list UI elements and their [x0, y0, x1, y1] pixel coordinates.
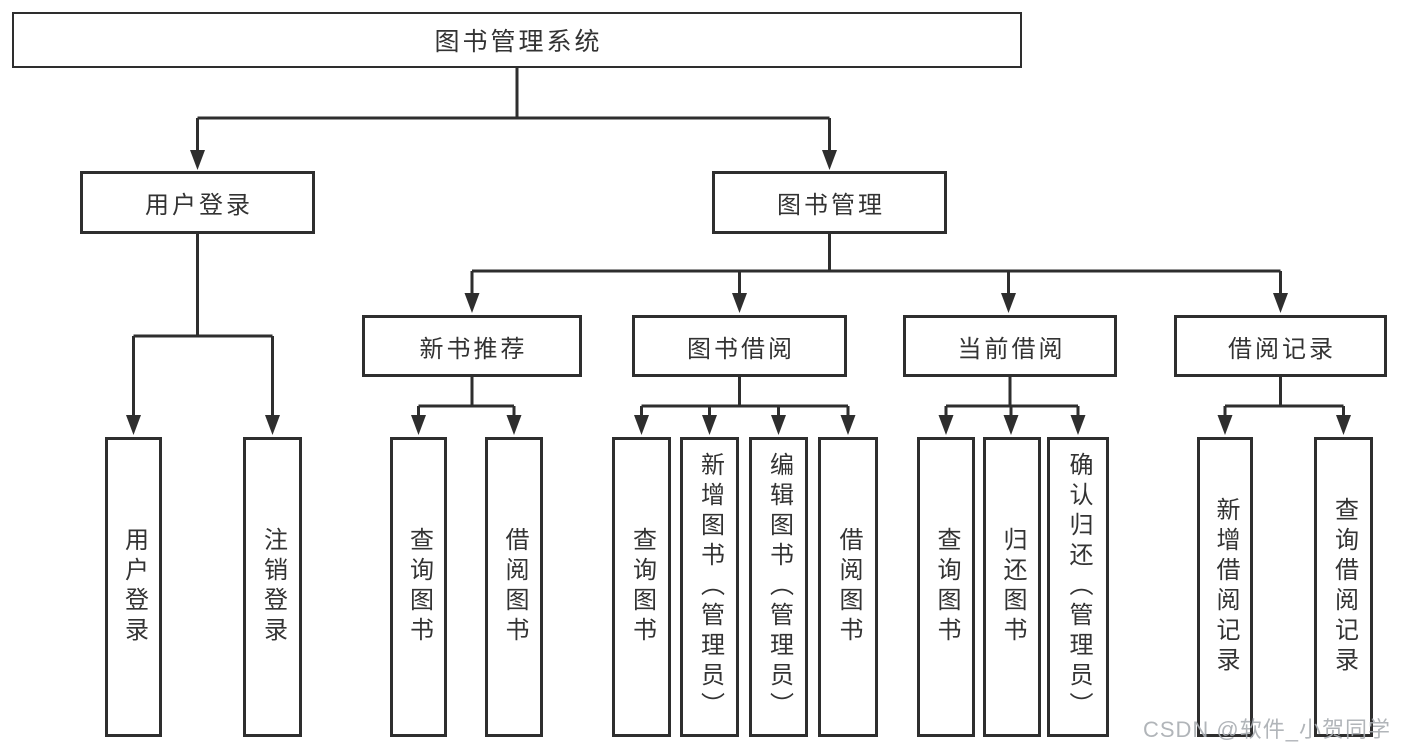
node-leaf-borrow-book-action: 借阅图书	[818, 437, 878, 737]
node-label: 注销登录	[259, 527, 287, 647]
node-label: 图书管理	[777, 192, 885, 219]
connector-user-login-to-leaves	[126, 234, 280, 435]
arrowhead	[634, 415, 649, 435]
connector-borrow-records-to-leaves	[1217, 377, 1351, 435]
arrowhead	[1217, 415, 1233, 435]
arrowhead	[1273, 293, 1288, 313]
arrowhead	[840, 415, 856, 435]
node-current-borrow: 当前借阅	[903, 315, 1117, 377]
node-label: 编辑图书（管理员）	[765, 452, 793, 722]
node-label: 查询图书	[933, 527, 960, 647]
node-leaf-query-book-borrow: 查询图书	[612, 437, 671, 737]
node-label: 查询借阅记录	[1330, 497, 1358, 677]
node-label: 借阅记录	[1228, 335, 1336, 363]
node-label: 归还图书	[999, 527, 1026, 647]
connector-new-book-recommend-to-leaves	[411, 377, 522, 435]
node-borrow-records: 借阅记录	[1174, 315, 1387, 377]
arrowhead	[771, 415, 786, 435]
node-book-borrow: 图书借阅	[632, 315, 847, 377]
node-label: 新书推荐	[419, 335, 528, 363]
arrowhead	[265, 415, 280, 435]
node-label: 图书借阅	[687, 335, 795, 363]
arrowhead	[822, 150, 837, 170]
csdn-watermark: CSDN @软件_小贺同学	[1142, 717, 1391, 742]
node-label: 用户登录	[120, 527, 148, 647]
node-leaf-user-login-action: 用户登录	[105, 437, 162, 737]
connector-current-borrow-to-leaves	[938, 377, 1086, 435]
arrowhead	[506, 415, 522, 435]
node-label: 用户登录	[145, 192, 253, 219]
node-leaf-logout-action: 注销登录	[243, 437, 302, 737]
arrowhead	[411, 415, 426, 435]
node-leaf-add-book-admin: 新增图书（管理员）	[680, 437, 739, 737]
node-leaf-query-book-recommend: 查询图书	[390, 437, 447, 737]
node-label: 新增借阅记录	[1212, 497, 1239, 677]
connector-book-mgmt-to-level3	[464, 234, 1288, 313]
arrowhead	[1070, 415, 1086, 435]
node-label: 借阅图书	[835, 527, 862, 647]
node-leaf-return-book: 归还图书	[983, 437, 1041, 737]
node-leaf-edit-book-admin: 编辑图书（管理员）	[749, 437, 808, 737]
node-label: 新增图书（管理员）	[696, 452, 724, 722]
arrowhead	[732, 293, 747, 313]
node-root-system: 图书管理系统	[12, 12, 1022, 68]
node-user-login: 用户登录	[80, 171, 315, 234]
node-label: 查询图书	[628, 527, 656, 647]
arrowhead	[1003, 415, 1019, 435]
node-book-management: 图书管理	[712, 171, 947, 234]
node-leaf-add-borrow-record: 新增借阅记录	[1197, 437, 1253, 737]
node-label: 图书管理系统	[434, 28, 603, 56]
node-label: 当前借阅	[957, 335, 1066, 363]
connector-book-borrow-to-leaves	[634, 377, 856, 435]
node-leaf-query-borrow-record: 查询借阅记录	[1314, 437, 1373, 737]
node-leaf-query-book-current: 查询图书	[917, 437, 975, 737]
arrowhead	[702, 415, 717, 435]
connector-root-to-level2	[190, 68, 837, 170]
node-label: 查询图书	[405, 527, 433, 647]
node-new-book-recommend: 新书推荐	[362, 315, 582, 377]
arrowhead	[190, 150, 205, 170]
arrowhead	[1001, 293, 1016, 313]
arrowhead	[938, 415, 954, 435]
node-leaf-confirm-return-admin: 确认归还（管理员）	[1047, 437, 1109, 737]
node-leaf-borrow-book-recommend: 借阅图书	[485, 437, 543, 737]
arrowhead	[464, 293, 480, 313]
node-label: 借阅图书	[501, 527, 528, 647]
arrowhead	[126, 415, 141, 435]
arrowhead	[1336, 415, 1351, 435]
node-label: 确认归还（管理员）	[1065, 452, 1092, 722]
